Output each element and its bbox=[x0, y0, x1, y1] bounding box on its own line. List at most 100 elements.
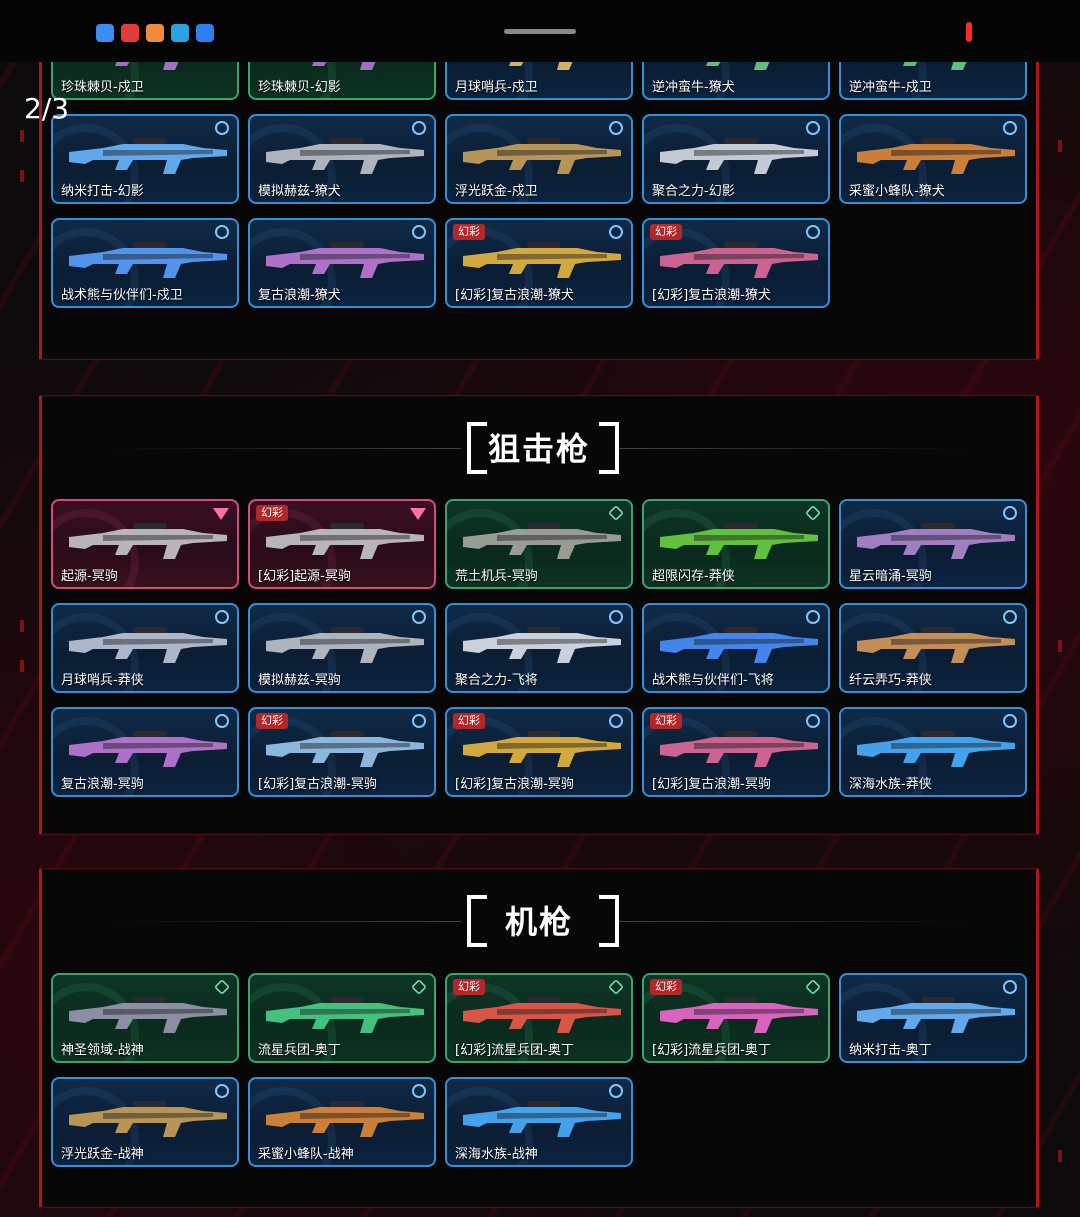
weapon-skin-label: 深海水族-莽侠 bbox=[849, 777, 932, 792]
card-background-pattern bbox=[447, 613, 533, 691]
weapon-skin-image bbox=[660, 997, 818, 1033]
weapon-skin-image bbox=[463, 731, 621, 767]
weapon-skin-card[interactable]: 复古浪潮-冥驹 bbox=[51, 707, 239, 797]
rarity-blue-icon bbox=[215, 1084, 229, 1098]
weapon-skin-card[interactable]: 流星兵团-奥丁 bbox=[248, 973, 436, 1063]
weapon-skin-card[interactable]: 幻彩[幻彩]复古浪潮-冥驹 bbox=[248, 707, 436, 797]
weapon-skin-card[interactable]: 星云暗涌-冥驹 bbox=[839, 499, 1027, 589]
weapon-skin-card[interactable]: 纳米打击-幻影 bbox=[51, 114, 239, 204]
weapon-skin-label: 流星兵团-奥丁 bbox=[258, 1043, 341, 1058]
weapon-skin-label: [幻彩]流星兵团-奥丁 bbox=[455, 1043, 574, 1058]
window-drag-handle[interactable] bbox=[504, 29, 576, 34]
bracket-right-icon bbox=[599, 422, 619, 474]
weapon-skin-card[interactable]: 采蜜小蜂队-獠犬 bbox=[839, 114, 1027, 204]
weapon-skin-card[interactable]: 幻彩[幻彩]流星兵团-奥丁 bbox=[445, 973, 633, 1063]
weapon-skin-image bbox=[69, 242, 227, 278]
side-decoration bbox=[1058, 640, 1062, 652]
weapon-skin-image bbox=[266, 242, 424, 278]
weapon-skin-image bbox=[266, 731, 424, 767]
weapon-skin-label: [幻彩]复古浪潮-獠犬 bbox=[652, 288, 771, 303]
weapon-skin-card[interactable]: 采蜜小蜂队-战神 bbox=[248, 1077, 436, 1167]
title-divider-left bbox=[111, 448, 461, 449]
weapon-skin-image bbox=[266, 523, 424, 559]
weapon-skin-image bbox=[69, 138, 227, 174]
rarity-blue-icon bbox=[1003, 714, 1017, 728]
weapon-skin-label: 纤云弄巧-莽侠 bbox=[849, 673, 932, 688]
weapon-skin-image bbox=[463, 997, 621, 1033]
weapon-skin-card[interactable]: 聚合之力-幻影 bbox=[642, 114, 830, 204]
weapon-skin-image bbox=[69, 523, 227, 559]
card-background-pattern bbox=[644, 228, 730, 306]
card-background-pattern bbox=[250, 1087, 336, 1165]
weapon-skin-image bbox=[69, 731, 227, 767]
weapon-skin-image bbox=[857, 627, 1015, 663]
rarity-blue-icon bbox=[215, 225, 229, 239]
rarity-blue-icon bbox=[412, 121, 426, 135]
weapon-skin-image bbox=[660, 242, 818, 278]
weapon-skin-card[interactable]: 模拟赫兹-獠犬 bbox=[248, 114, 436, 204]
weapon-skin-card[interactable]: 幻彩[幻彩]复古浪潮-獠犬 bbox=[445, 218, 633, 308]
rarity-blue-icon bbox=[215, 610, 229, 624]
weapon-skin-card[interactable]: 战术熊与伙伴们-戍卫 bbox=[51, 218, 239, 308]
weapon-skin-card[interactable]: 深海水族-莽侠 bbox=[839, 707, 1027, 797]
card-background-pattern bbox=[644, 983, 730, 1061]
weapon-skin-card[interactable]: 神圣领域-战神 bbox=[51, 973, 239, 1063]
weapon-skin-label: 纳米打击-奥丁 bbox=[849, 1043, 932, 1058]
weapon-skin-card[interactable]: 复古浪潮-獠犬 bbox=[248, 218, 436, 308]
weapon-skin-card[interactable]: 纳米打击-奥丁 bbox=[839, 973, 1027, 1063]
section-title: 机枪 bbox=[504, 903, 573, 941]
weapon-skin-card[interactable]: 超限闪存-莽侠 bbox=[642, 499, 830, 589]
weapon-skin-label: 深海水族-战神 bbox=[455, 1147, 538, 1162]
weapon-skin-card[interactable]: 模拟赫兹-冥驹 bbox=[248, 603, 436, 693]
weapon-skin-card[interactable]: 纤云弄巧-莽侠 bbox=[839, 603, 1027, 693]
weapon-skin-card[interactable]: 深海水族-战神 bbox=[445, 1077, 633, 1167]
weapon-skin-card[interactable]: 起源-冥驹 bbox=[51, 499, 239, 589]
card-background-pattern bbox=[447, 124, 533, 202]
card-background-pattern bbox=[841, 509, 927, 587]
weapon-skin-label: 聚合之力-飞将 bbox=[455, 673, 538, 688]
weapon-skin-label: 浮光跃金-战神 bbox=[61, 1147, 144, 1162]
weapon-skin-image bbox=[266, 997, 424, 1033]
side-decoration bbox=[20, 170, 24, 182]
card-background-pattern bbox=[53, 613, 139, 691]
app-blue-icon bbox=[96, 24, 114, 42]
weapon-skin-label: 起源-冥驹 bbox=[61, 569, 118, 584]
side-decoration bbox=[20, 620, 24, 632]
weapon-skin-label: 模拟赫兹-冥驹 bbox=[258, 673, 341, 688]
card-background-pattern bbox=[250, 509, 336, 587]
weapon-skin-card[interactable]: 战术熊与伙伴们-飞将 bbox=[642, 603, 830, 693]
weapon-skin-image bbox=[463, 242, 621, 278]
weapon-skin-card[interactable]: 月球哨兵-莽侠 bbox=[51, 603, 239, 693]
weapon-skin-label: 逆冲蛮牛-戍卫 bbox=[849, 80, 932, 95]
app-orange-icon bbox=[146, 24, 164, 42]
weapon-skin-card[interactable]: 浮光跃金-战神 bbox=[51, 1077, 239, 1167]
rarity-pink-icon bbox=[410, 508, 426, 520]
machinegun-skins-panel: 机枪 神圣领域-战神流星兵团-奥丁幻彩[幻彩]流星兵团-奥丁幻彩[幻彩]流星兵团… bbox=[39, 868, 1039, 1208]
card-background-pattern bbox=[250, 983, 336, 1061]
weapon-skin-label: 聚合之力-幻影 bbox=[652, 184, 735, 199]
rainbow-badge: 幻彩 bbox=[650, 979, 682, 995]
weapon-skin-card[interactable]: 幻彩[幻彩]复古浪潮-獠犬 bbox=[642, 218, 830, 308]
side-decoration bbox=[1058, 1150, 1062, 1162]
card-background-pattern bbox=[53, 1087, 139, 1165]
card-background-pattern bbox=[841, 717, 927, 795]
rarity-blue-icon bbox=[215, 714, 229, 728]
rarity-blue-icon bbox=[806, 121, 820, 135]
card-background-pattern bbox=[644, 124, 730, 202]
weapon-skin-card[interactable]: 幻彩[幻彩]流星兵团-奥丁 bbox=[642, 973, 830, 1063]
weapon-skin-card[interactable]: 浮光跃金-戍卫 bbox=[445, 114, 633, 204]
status-bar bbox=[0, 0, 1080, 62]
weapon-skin-label: 超限闪存-莽侠 bbox=[652, 569, 735, 584]
app-cloud-icon bbox=[196, 24, 214, 42]
weapon-skin-card[interactable]: 幻彩[幻彩]复古浪潮-冥驹 bbox=[445, 707, 633, 797]
weapon-skin-card[interactable]: 荒土机兵-冥驹 bbox=[445, 499, 633, 589]
weapon-skin-card[interactable]: 幻彩[幻彩]复古浪潮-冥驹 bbox=[642, 707, 830, 797]
rainbow-badge: 幻彩 bbox=[453, 224, 485, 240]
card-background-pattern bbox=[53, 509, 139, 587]
weapon-skin-label: 浮光跃金-戍卫 bbox=[455, 184, 538, 199]
weapon-skin-card[interactable]: 幻彩[幻彩]起源-冥驹 bbox=[248, 499, 436, 589]
page-indicator: 2/3 bbox=[24, 92, 70, 125]
rarity-blue-icon bbox=[215, 121, 229, 135]
weapon-skin-card[interactable]: 聚合之力-飞将 bbox=[445, 603, 633, 693]
weapon-skin-label: 复古浪潮-冥驹 bbox=[61, 777, 144, 792]
